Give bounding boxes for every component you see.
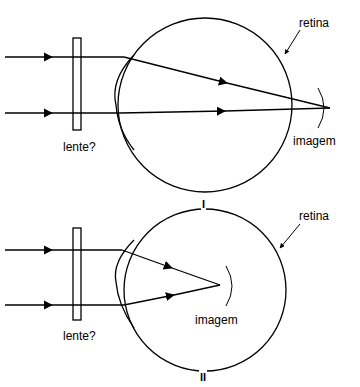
light-ray: [5, 112, 52, 113]
part-label: retina: [298, 16, 330, 30]
cornea: [115, 55, 134, 150]
leader-line: [285, 30, 300, 54]
lens: [73, 228, 81, 320]
image-arc: [226, 266, 232, 306]
part-label: imagem: [292, 134, 337, 148]
light-ray: [52, 304, 124, 305]
leader-line: [280, 224, 300, 248]
light-ray: [120, 111, 225, 113]
eyeball: [124, 209, 286, 371]
light-ray: [5, 249, 52, 250]
light-ray: [122, 250, 172, 268]
light-ray: [52, 249, 122, 250]
eye-one: [5, 18, 330, 192]
light-ray: [52, 112, 120, 113]
light-ray: [172, 268, 220, 285]
light-ray: [225, 108, 330, 111]
light-ray: [174, 285, 220, 295]
light-ray: [124, 295, 174, 305]
figure-number: II: [199, 370, 207, 384]
part-label: lente?: [62, 329, 97, 343]
part-label: imagem: [194, 313, 239, 327]
eyeball: [118, 18, 292, 192]
figure-number: I: [201, 197, 206, 211]
light-ray: [124, 57, 227, 83]
light-ray: [5, 304, 52, 305]
light-ray: [227, 83, 330, 108]
part-label: retina: [298, 209, 330, 223]
light-ray: [5, 56, 52, 57]
light-ray: [52, 56, 124, 57]
part-label: lente?: [62, 140, 97, 154]
lens: [73, 38, 81, 130]
image-arc: [318, 88, 324, 128]
eye-two: [5, 209, 300, 371]
